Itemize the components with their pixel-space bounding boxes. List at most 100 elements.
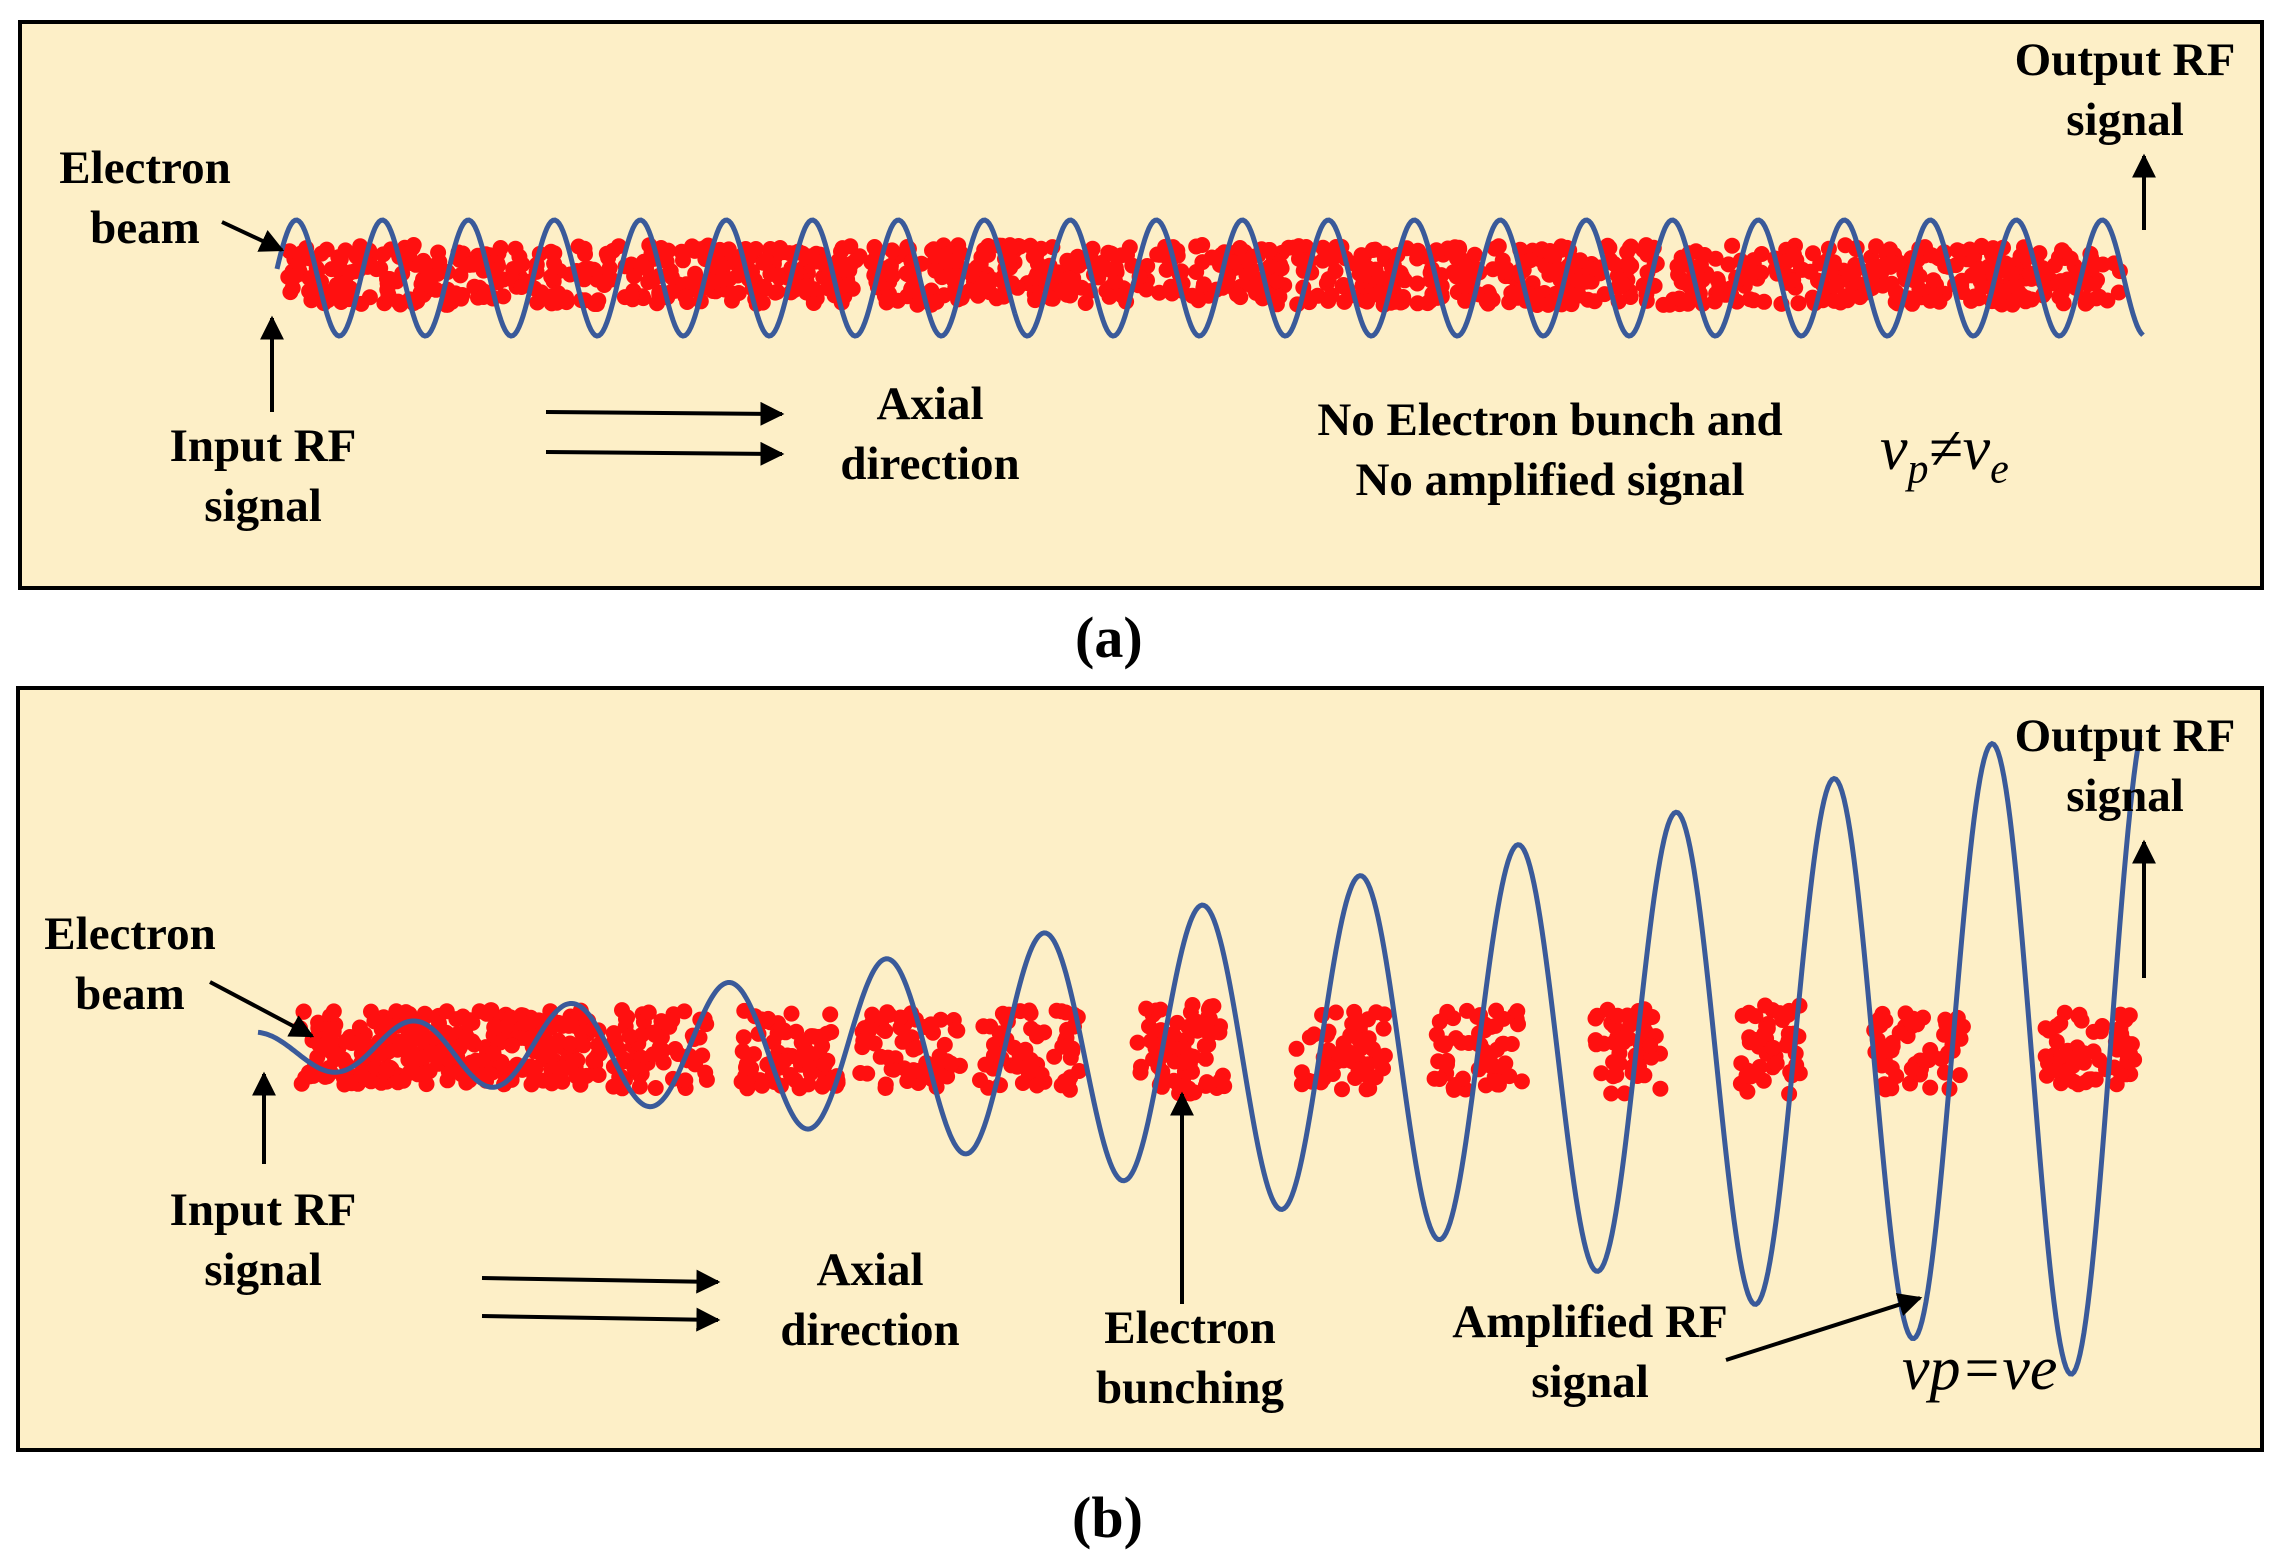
electron-dot (1883, 1060, 1900, 1076)
electron-dot (1351, 265, 1368, 282)
electron-dot (1720, 256, 1737, 273)
electron-dot (754, 1077, 771, 1094)
electron-dot (1229, 286, 1245, 303)
electron-dot (660, 242, 677, 259)
electron-dot (1756, 293, 1773, 310)
electron-dot (677, 1072, 694, 1089)
electron-dot (1757, 997, 1774, 1014)
electron-dot (1599, 237, 1616, 254)
electron-dot (1884, 255, 1901, 271)
electron-dot (504, 1037, 520, 1054)
electron-dot (947, 1021, 964, 1038)
electron-dot (478, 1005, 495, 1022)
electron-dot (817, 1056, 833, 1073)
electron-dot (783, 1005, 800, 1022)
electron-dot (554, 1059, 571, 1076)
electron-dot (2031, 245, 2048, 262)
electron-dot (2013, 287, 2030, 304)
electron-dot (1158, 261, 1175, 278)
electron-dot (357, 1071, 374, 1087)
electron-dot (1409, 275, 1426, 292)
electron-dot (281, 243, 298, 260)
electron-dot (1138, 1000, 1155, 1017)
electron-dot (1498, 263, 1515, 280)
electron-dot (511, 248, 528, 265)
electron-dot (438, 1003, 455, 1020)
electron-dot (1102, 245, 1119, 262)
electron-dot (401, 1065, 418, 1081)
electron-dot (1448, 268, 1465, 285)
electron-dot (928, 293, 945, 310)
electron-dot (687, 1056, 704, 1073)
electron-dot (372, 1045, 389, 1062)
electron-dot (461, 256, 478, 273)
electron-dot (1501, 1068, 1518, 1085)
electron-dot (1924, 1048, 1941, 1065)
electron-dot (401, 1006, 418, 1022)
electron-dot (1371, 285, 1388, 302)
electron-dot (1971, 260, 1988, 277)
electron-dot (325, 1020, 342, 1037)
electron-dot (1805, 245, 1821, 262)
electron-dot (952, 245, 969, 262)
electron-dot (805, 281, 822, 298)
panel-a-beam-arrow (221, 220, 285, 252)
electron-dot (647, 1080, 664, 1096)
electron-dot (618, 1011, 634, 1028)
electron-dot (800, 1076, 817, 1093)
electron-dot (1446, 1081, 1462, 1098)
electron-dot (667, 1041, 684, 1057)
electron-dot (1790, 295, 1807, 312)
panel-a-caption: (a) (1075, 605, 1143, 670)
electron-dot (1457, 292, 1474, 309)
electron-dot (1611, 1037, 1628, 1054)
electron-dot (1431, 1013, 1448, 1030)
electron-dot (864, 1006, 881, 1023)
electron-dot (287, 267, 304, 284)
electron-dot (1433, 1036, 1450, 1053)
electron-dot (2080, 276, 2097, 293)
electron-dot (1314, 252, 1331, 269)
electron-dot (1621, 259, 1638, 276)
electron-dot (2091, 1052, 2108, 1069)
electron-dot (805, 295, 822, 311)
electron-dot (1881, 241, 1898, 258)
electron-dot (663, 269, 680, 286)
electron-dot (787, 1072, 804, 1089)
electron-dot (1589, 260, 1606, 277)
electron-dot (943, 1055, 959, 1072)
electron-dot (877, 1023, 894, 1039)
electron-dot (1541, 243, 1558, 259)
electron-dot (2053, 1075, 2069, 1092)
electron-dot (1488, 1073, 1505, 1090)
electron-dot (1707, 250, 1724, 267)
electron-dot (585, 1052, 602, 1069)
electron-dot (577, 246, 593, 263)
electron-dot (1077, 295, 1094, 311)
electron-dot (1132, 1064, 1149, 1081)
electron-dot (854, 1039, 871, 1056)
electron-dot (390, 293, 407, 310)
panel-b-caption: (b) (1072, 1485, 1143, 1550)
electron-dot (581, 261, 598, 277)
electron-dot (1359, 293, 1376, 310)
electron-dot (1742, 1068, 1759, 1085)
electron-dot (1755, 1072, 1772, 1089)
electron-dot (466, 278, 483, 295)
electron-dot (601, 260, 618, 276)
electron-dot (1765, 1039, 1782, 1056)
electron-dot (1482, 1047, 1499, 1063)
electron-dot (1336, 293, 1353, 310)
panel-b-amplified-arrow (1725, 1293, 1923, 1362)
electron-dot (711, 241, 728, 258)
electron-dot (1022, 1005, 1039, 1022)
electron-dot (1107, 259, 1124, 276)
electron-dot (1169, 1014, 1186, 1031)
electron-dot (1490, 238, 1507, 255)
electron-dot (769, 283, 786, 300)
electron-dot (1709, 271, 1726, 288)
